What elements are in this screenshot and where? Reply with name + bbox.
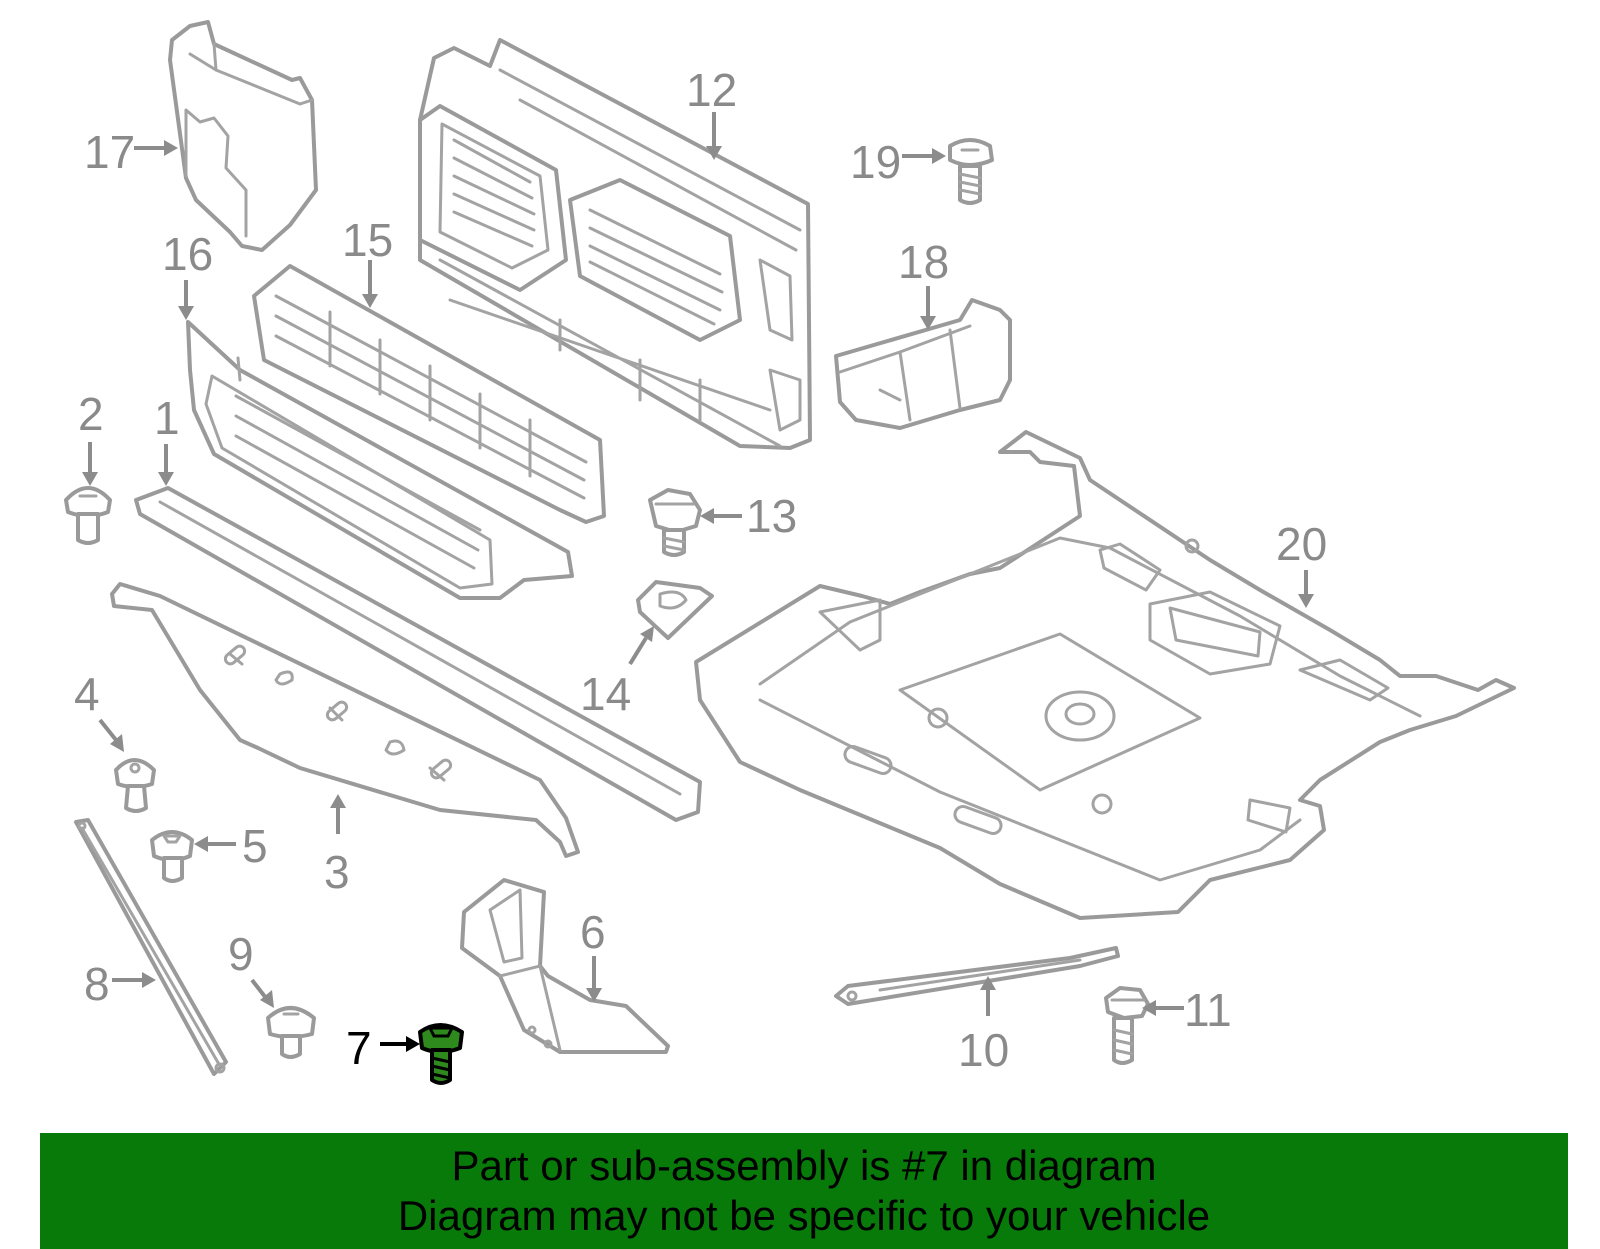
- part-9-pin: [266, 1006, 316, 1059]
- part-1-strip: [134, 486, 702, 822]
- callout-13: 13: [746, 490, 797, 542]
- callout-1: 1: [154, 392, 180, 444]
- callout-2: 2: [78, 388, 104, 440]
- part-3-deflector: [110, 582, 580, 858]
- callout-8: 8: [84, 958, 110, 1010]
- callout-5: 5: [242, 820, 268, 872]
- part-20-underbody-shield: [694, 430, 1516, 920]
- part-7-bolt-highlighted: [418, 1023, 464, 1085]
- callout-7-highlighted: 7: [346, 1022, 372, 1074]
- part-19-bolt: [948, 138, 994, 205]
- callout-16: 16: [162, 228, 213, 280]
- banner-part-line: Part or sub-assembly is #7 in diagram: [451, 1142, 1157, 1189]
- part-14-clip-nut: [636, 580, 714, 640]
- part-13-hex-bolt: [648, 488, 702, 557]
- callout-3: 3: [324, 846, 350, 898]
- part-5-screw: [150, 830, 194, 883]
- callout-6: 6: [580, 906, 606, 958]
- callout-15: 15: [342, 214, 393, 266]
- part-17-air-duct: [168, 20, 318, 252]
- part-2-clip: [64, 486, 112, 545]
- callout-4: 4: [74, 668, 100, 720]
- callout-19: 19: [850, 136, 901, 188]
- part-15-grille-insert: [252, 264, 606, 524]
- part-6-bracket: [460, 878, 670, 1054]
- part-8-strut-rod: [74, 818, 228, 1076]
- part-12-radiator-support: [418, 38, 812, 450]
- callout-18: 18: [898, 236, 949, 288]
- callout-20: 20: [1276, 518, 1327, 570]
- callout-17: 17: [84, 126, 135, 178]
- leader-arrows: [82, 112, 1314, 1052]
- part-10-rod: [834, 946, 1120, 1006]
- callout-12: 12: [686, 64, 737, 116]
- callout-11: 11: [1184, 984, 1232, 1036]
- part-4-pin: [114, 758, 156, 813]
- callout-9: 9: [228, 928, 254, 980]
- part-11-hex-bolt: [1104, 986, 1150, 1065]
- banner-disclaimer-line: Diagram may not be specific to your vehi…: [397, 1192, 1211, 1239]
- callout-10: 10: [958, 1024, 1009, 1076]
- part-16-grille-trim: [186, 320, 574, 600]
- part-18-duct: [834, 298, 1012, 430]
- callout-labels: 17 12 19 15 16 18 2 1 13 20 14 4 5 3 6 9…: [74, 64, 1327, 1076]
- callout-14: 14: [580, 668, 631, 720]
- info-banner: Part or sub-assembly is #7 in diagram Di…: [40, 1133, 1568, 1249]
